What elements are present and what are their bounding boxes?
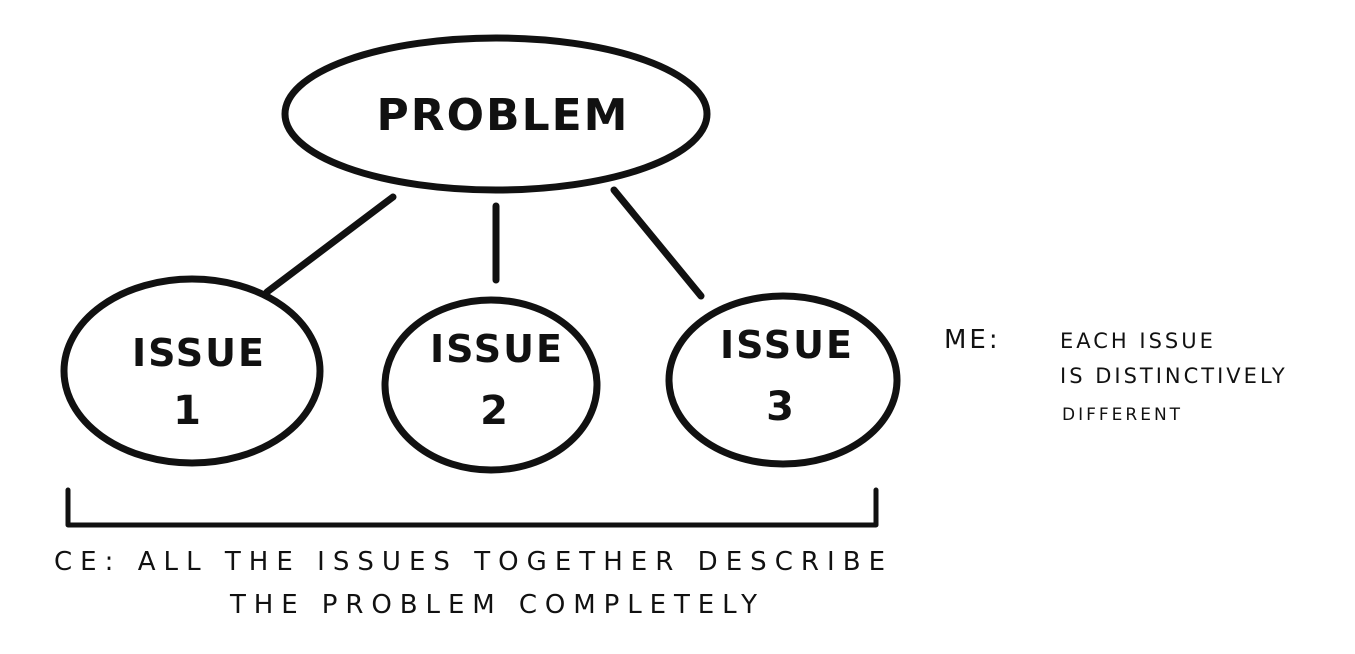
issue-label-2: ISSUE xyxy=(430,327,564,371)
issue-node-3: ISSUE 3 xyxy=(665,292,901,468)
issue-node-1: ISSUE 1 xyxy=(60,275,324,467)
issue-number-3: 3 xyxy=(766,384,796,430)
issue-label-3: ISSUE xyxy=(720,323,854,367)
problem-label: PROBLEM xyxy=(377,90,630,141)
me-note-line-3: DIFFERENT xyxy=(1062,405,1183,425)
connector-issue-1 xyxy=(263,193,397,296)
connectors xyxy=(263,186,705,300)
issue-node-2: ISSUE 2 xyxy=(381,296,601,474)
issue-label-1: ISSUE xyxy=(132,331,266,375)
me-note-line-1: EACH ISSUE xyxy=(1060,329,1216,353)
issue-number-1: 1 xyxy=(173,388,203,434)
me-note-line-2: IS DISTINCTIVELY xyxy=(1060,364,1288,388)
ce-note-line-1: CE: ALL THE ISSUES TOGETHER DESCRIBE xyxy=(54,547,888,577)
ce-bracket xyxy=(65,487,879,528)
me-note-prefix: ME: xyxy=(944,325,1001,355)
ce-note: CE: ALL THE ISSUES TOGETHER DESCRIBE THE… xyxy=(54,547,888,620)
ce-note-line-2: THE PROBLEM COMPLETELY xyxy=(229,590,760,620)
problem-ellipse xyxy=(281,34,711,194)
issue-ellipse-1 xyxy=(60,275,324,467)
problem-node: PROBLEM xyxy=(281,34,711,194)
issue-number-2: 2 xyxy=(480,388,510,434)
issue-ellipse-2 xyxy=(381,296,601,474)
me-note: ME: EACH ISSUE IS DISTINCTIVELY DIFFEREN… xyxy=(944,325,1288,425)
issue-ellipse-3 xyxy=(665,292,901,468)
connector-issue-3 xyxy=(610,186,705,300)
